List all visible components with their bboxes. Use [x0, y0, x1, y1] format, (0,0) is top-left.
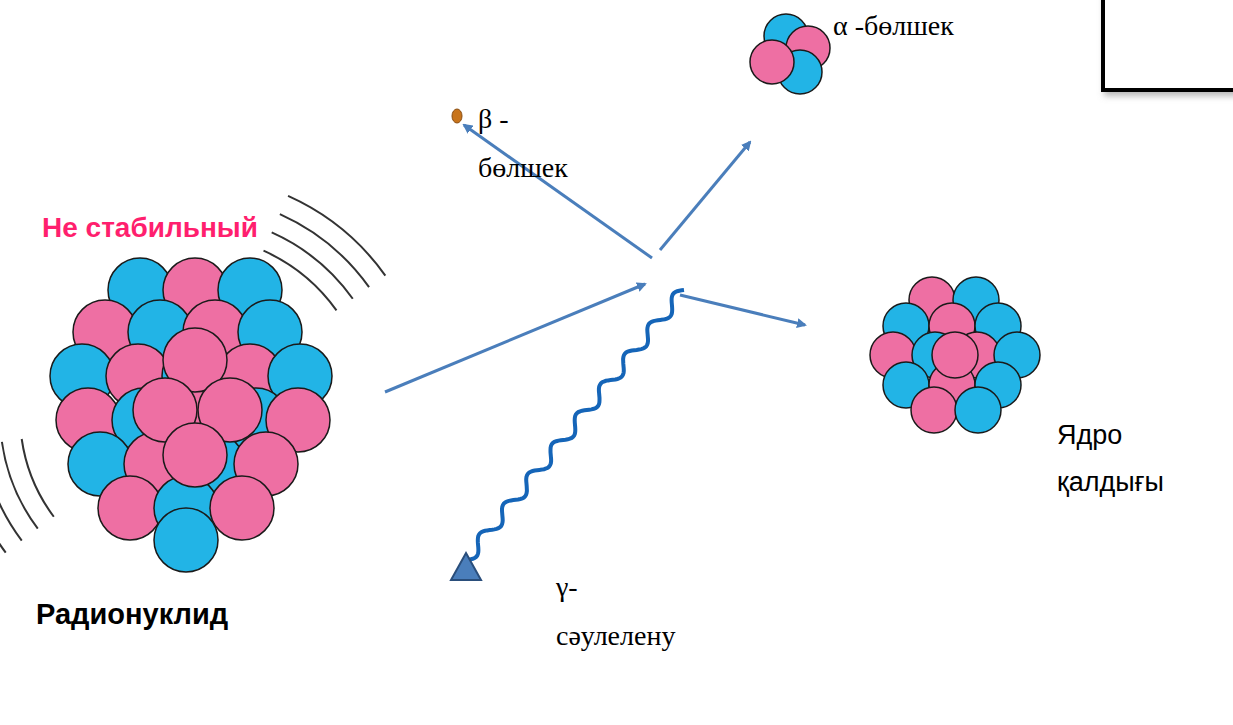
- beta-particle: [452, 109, 462, 123]
- vibration-arc: [0, 447, 6, 552]
- nucleon: [911, 387, 957, 433]
- vibration-arc: [288, 196, 385, 276]
- vibration-arc: [0, 445, 22, 541]
- beta-label: β - бөлшек: [478, 94, 568, 192]
- residue-label: Ядро қалдығы: [1057, 412, 1164, 507]
- nucleon: [750, 40, 794, 84]
- gamma-label: γ- сәулелену: [556, 562, 675, 660]
- vibration-arc: [272, 232, 353, 298]
- gamma-source: [451, 553, 481, 580]
- radionuclide-label: Радионуклид: [36, 590, 228, 639]
- arrow: [680, 295, 805, 325]
- alpha-particle: [750, 14, 830, 94]
- nucleon: [98, 476, 162, 540]
- residual-nucleus: [870, 277, 1040, 433]
- nucleon: [932, 332, 978, 378]
- nucleon: [163, 423, 227, 487]
- vibration-arc: [22, 439, 54, 517]
- nucleon: [154, 508, 218, 572]
- nucleon: [210, 476, 274, 540]
- frame-box: [1103, 0, 1233, 90]
- arrow: [660, 142, 750, 250]
- decay-arrows: [385, 125, 805, 392]
- vibration-arcs: [0, 196, 385, 553]
- gamma-wave: [466, 290, 684, 560]
- nucleon: [955, 387, 1001, 433]
- vibration-arc: [280, 214, 369, 287]
- radionuclide-nucleus: [50, 258, 332, 572]
- arrow: [385, 284, 645, 392]
- arrow: [464, 125, 652, 258]
- vibration-arc: [2, 442, 38, 529]
- alpha-label: α -бөлшек: [833, 2, 954, 50]
- unstable-label: Не стабильный: [42, 204, 258, 252]
